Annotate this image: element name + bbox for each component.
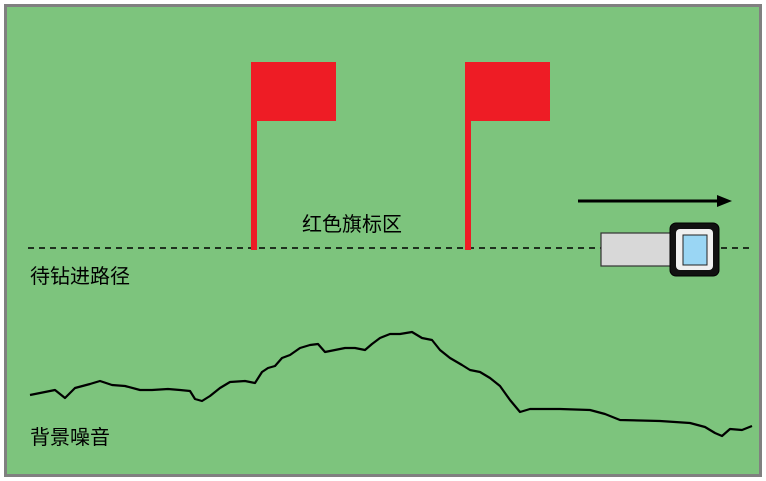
noise-curve <box>29 330 753 438</box>
tool-body <box>600 232 675 267</box>
background-noise-label: 背景噪音 <box>30 425 110 449</box>
arrow-right-icon <box>578 195 732 207</box>
flag-zone-label: 红色旗标区 <box>302 212 402 236</box>
drill-path-label: 待钻进路径 <box>30 264 130 288</box>
flag-banner <box>465 62 550 121</box>
flag-icon <box>465 62 550 250</box>
flag-pole <box>465 62 471 250</box>
drill-locator-icon <box>600 222 720 277</box>
tool-screen <box>682 234 708 266</box>
flag-icon <box>251 62 336 250</box>
flag-banner <box>251 62 336 121</box>
flag-pole <box>251 62 257 250</box>
